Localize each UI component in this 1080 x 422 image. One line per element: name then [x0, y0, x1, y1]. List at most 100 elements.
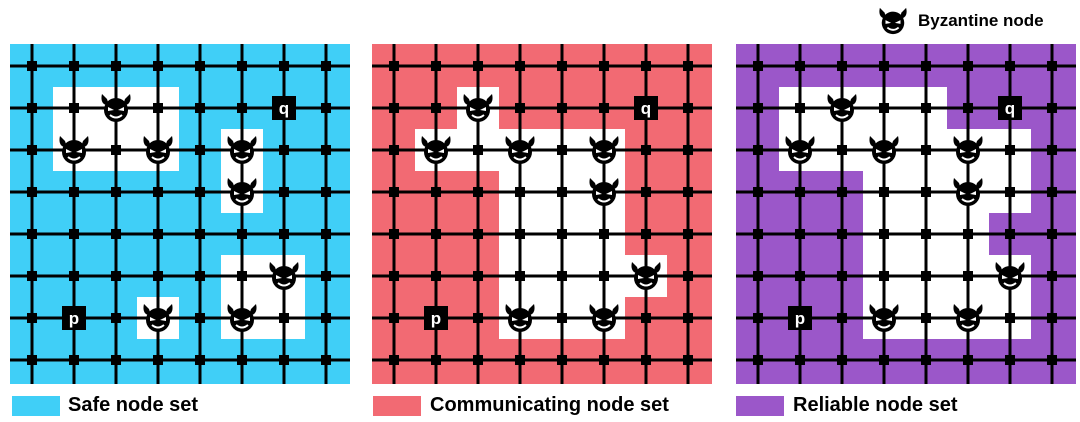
byzantine-node-icon — [589, 136, 619, 164]
grid-node — [1047, 313, 1057, 323]
grid-node — [279, 61, 289, 71]
grid-node — [837, 229, 847, 239]
grid-node — [963, 355, 973, 365]
communicating-panel: pq — [372, 44, 712, 384]
grid-node — [389, 187, 399, 197]
grid-node — [837, 187, 847, 197]
grid-node — [321, 313, 331, 323]
grid-node — [27, 229, 37, 239]
grid-node — [837, 145, 847, 155]
byzantine-node-icon — [143, 136, 173, 164]
grid-node — [557, 313, 567, 323]
grid-node — [753, 229, 763, 239]
grid-node — [153, 271, 163, 281]
grid-node — [321, 61, 331, 71]
grid-node — [69, 229, 79, 239]
grid-node — [153, 355, 163, 365]
grid-node — [431, 187, 441, 197]
grid-node — [879, 61, 889, 71]
grid-node — [963, 61, 973, 71]
node-p-label: p — [431, 309, 441, 328]
grid-node — [195, 271, 205, 281]
grid-node — [1047, 229, 1057, 239]
grid-node — [389, 229, 399, 239]
byzantine-node-icon — [143, 304, 173, 332]
grid-node — [27, 145, 37, 155]
grid-node — [153, 229, 163, 239]
grid-node — [389, 355, 399, 365]
grid-node — [237, 355, 247, 365]
grid-node — [641, 187, 651, 197]
byzantine-node-icon — [101, 94, 131, 122]
grid-node — [111, 313, 121, 323]
grid-node — [641, 229, 651, 239]
grid-node — [879, 271, 889, 281]
byzantine-node-icon — [953, 136, 983, 164]
node-p — [62, 306, 86, 330]
node-q-label: q — [1005, 99, 1015, 118]
grid-node — [599, 355, 609, 365]
grid-node — [389, 313, 399, 323]
grid-node — [27, 355, 37, 365]
grid-node — [195, 313, 205, 323]
grid-node — [879, 103, 889, 113]
grid-node — [557, 355, 567, 365]
grid-node — [683, 103, 693, 113]
grid-node — [515, 103, 525, 113]
grid-node — [111, 229, 121, 239]
grid-node — [279, 145, 289, 155]
grid-node — [111, 61, 121, 71]
byzantine-node-icon — [59, 136, 89, 164]
grid-node — [921, 229, 931, 239]
grid-node — [195, 103, 205, 113]
byzantine-legend: Byzantine node — [878, 6, 1044, 36]
grid-node — [515, 187, 525, 197]
grid-node — [795, 187, 805, 197]
grid-node — [111, 355, 121, 365]
grid-node — [599, 103, 609, 113]
grid-node — [27, 187, 37, 197]
grid-node — [557, 145, 567, 155]
grid-node — [963, 271, 973, 281]
grid-node — [1005, 61, 1015, 71]
grid-node — [1005, 355, 1015, 365]
grid-node — [153, 103, 163, 113]
grid-node — [753, 313, 763, 323]
byzantine-node-icon — [589, 178, 619, 206]
grid-node — [321, 271, 331, 281]
grid-node — [237, 271, 247, 281]
grid-node — [153, 61, 163, 71]
node-p-label: p — [69, 309, 79, 328]
byzantine-node-icon — [227, 304, 257, 332]
grid-node — [753, 145, 763, 155]
grid-node — [557, 271, 567, 281]
grid-node — [321, 145, 331, 155]
grid-node — [753, 187, 763, 197]
grid-node — [27, 313, 37, 323]
grid-node — [515, 271, 525, 281]
node-q-label: q — [641, 99, 651, 118]
grid-node — [279, 187, 289, 197]
node-q — [998, 96, 1022, 120]
grid-node — [69, 61, 79, 71]
grid-node — [69, 103, 79, 113]
byzantine-node-icon — [505, 304, 535, 332]
grid-node — [473, 145, 483, 155]
grid-node — [1005, 313, 1015, 323]
node-q-label: q — [279, 99, 289, 118]
grid-node — [111, 145, 121, 155]
grid-node — [683, 313, 693, 323]
grid-node — [837, 355, 847, 365]
grid-node — [321, 229, 331, 239]
node-p — [788, 306, 812, 330]
grid-node — [599, 61, 609, 71]
grid-node — [921, 61, 931, 71]
grid-node — [389, 61, 399, 71]
grid-node — [279, 313, 289, 323]
grid-node — [195, 187, 205, 197]
grid-node — [753, 271, 763, 281]
byzantine-node-icon — [869, 136, 899, 164]
grid-node — [921, 271, 931, 281]
grid-node — [557, 61, 567, 71]
node-q — [272, 96, 296, 120]
